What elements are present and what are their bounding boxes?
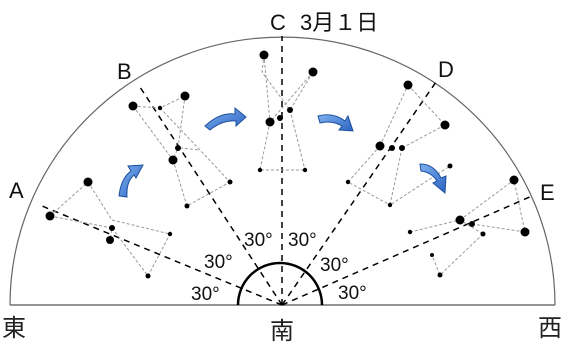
line-d — [281, 81, 437, 306]
arrow-b-to-c — [204, 106, 247, 131]
label-c: C — [270, 10, 286, 35]
arrow-d-to-e — [419, 163, 447, 195]
label-a: A — [9, 178, 24, 203]
angle-label-a: 30° — [191, 284, 220, 305]
motion-arrows — [118, 106, 447, 198]
direction-south: 南 — [270, 317, 294, 345]
angle-label-c-left: 30° — [244, 230, 273, 251]
line-e — [281, 195, 533, 306]
date-title: 3月１日 — [300, 10, 378, 35]
line-a — [41, 205, 283, 306]
label-e: E — [540, 180, 555, 205]
label-d: D — [438, 57, 454, 82]
angle-label-c-right: 30° — [288, 230, 317, 251]
observer-semicircle — [236, 261, 324, 306]
arrow-c-to-d — [317, 114, 354, 132]
direction-east: 東 — [2, 314, 26, 342]
angle-label-e: 30° — [338, 283, 367, 304]
angle-label-d: 30° — [320, 255, 349, 276]
label-b: B — [117, 59, 132, 84]
direction-west: 西 — [538, 314, 562, 342]
arrow-a-to-b — [118, 164, 144, 198]
stars — [45, 50, 530, 279]
angle-label-b: 30° — [204, 252, 233, 273]
